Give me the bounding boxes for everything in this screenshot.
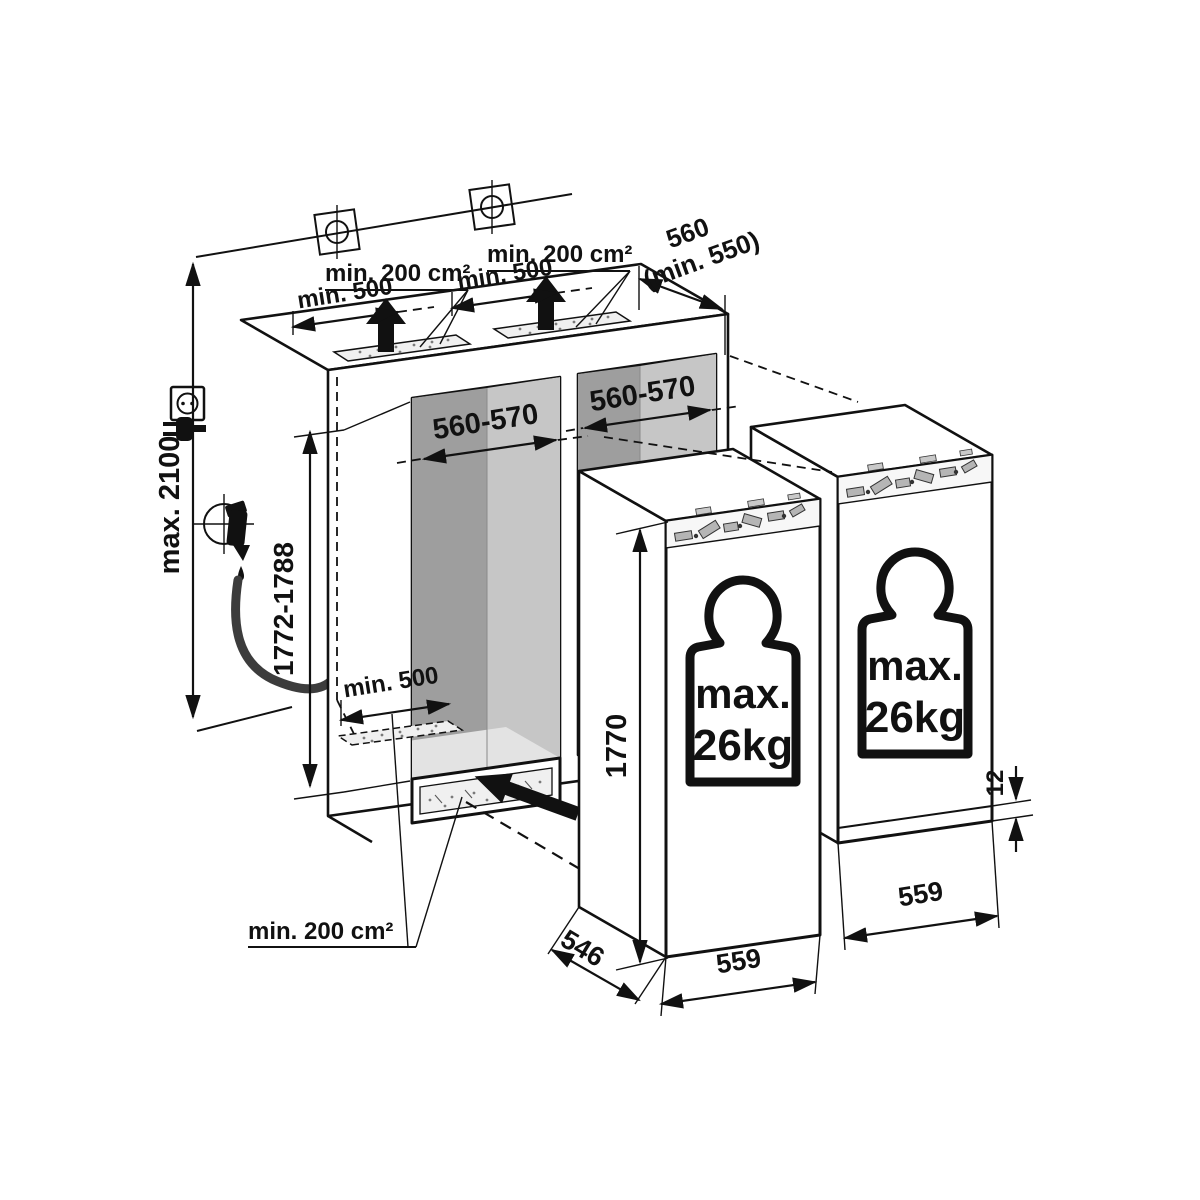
door-weight-left-line2: 26kg (693, 721, 793, 770)
door-weight-icon-left: max. 26kg (685, 575, 801, 787)
appliance-height-dimension: 1770 (601, 521, 669, 971)
power-plug-icon (163, 417, 206, 441)
door-weight-icon-right: max. 26kg (857, 547, 973, 759)
niche-height-dimension: 1772-1788 (268, 401, 411, 800)
appliance-left-width-dimension: 559 (658, 934, 821, 1017)
wall-line (195, 193, 573, 258)
appliance-height-label: 1770 (601, 714, 633, 779)
projection-top-dashed (729, 355, 859, 403)
max-height-label: max. 2100 (154, 436, 186, 575)
door-gap-dimension: 12 (982, 766, 1034, 852)
cabinet-bottom-corner-edge (327, 814, 373, 844)
vent-area-bottom-annotation: min. 200 cm² (248, 713, 463, 948)
plinth-vent (410, 756, 562, 825)
wall-bracket-left (313, 205, 361, 259)
wall-bracket-right (468, 180, 516, 234)
vent-area-bottom-label: min. 200 cm² (248, 918, 393, 945)
appliance-left: max. 26kg (577, 447, 822, 959)
door-gap-label: 12 (982, 770, 1009, 797)
max-height-dimension: max. 2100 (154, 261, 293, 732)
niche-height-label: 1772-1788 (268, 542, 299, 676)
door-weight-left-line1: max. (695, 670, 791, 717)
vent-area-top-right-annotation: min. 200 cm² (487, 241, 632, 328)
drain-hose (231, 575, 338, 694)
vent-area-top-left-label: min. 200 cm² (325, 260, 470, 287)
appliance-right-hinge-strip (837, 448, 993, 505)
water-tap-icon (194, 494, 254, 581)
door-weight-right-line2: 26kg (865, 693, 965, 742)
svg-text:560 (min. 550): 560 (min. 550) (629, 197, 764, 295)
appliance-right-width-dimension: 559 (837, 820, 1000, 951)
power-socket-icon (169, 385, 206, 422)
appliance-right-width-label: 559 (896, 876, 945, 913)
appliance-right-door-bottom-edge (837, 805, 993, 829)
door-weight-right-line1: max. (867, 642, 963, 689)
appliance-left-width-label: 559 (714, 943, 763, 980)
top-vent-left (331, 334, 473, 362)
plinth-airflow-arrow (474, 773, 581, 821)
projection-mid-dashed (603, 436, 833, 473)
niche-left-interior (412, 377, 560, 779)
appliance-left-hinge-strip (665, 492, 821, 549)
vent-area-top-right-label: min. 200 cm² (487, 241, 632, 268)
